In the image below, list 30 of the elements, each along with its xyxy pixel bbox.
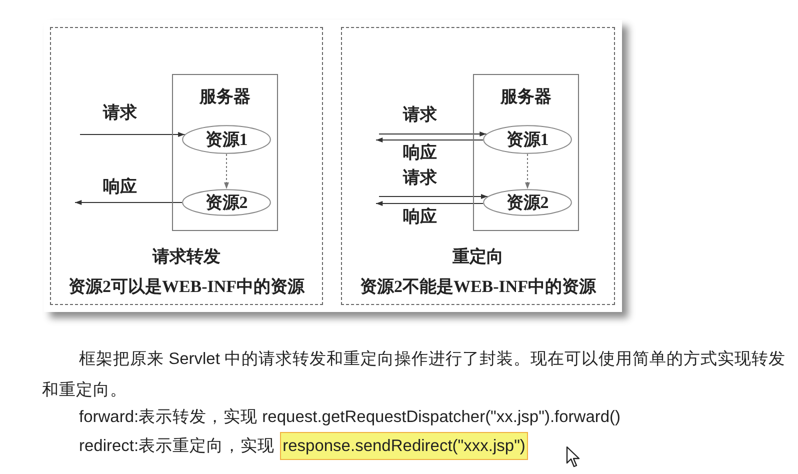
server-label: 服务器 bbox=[500, 87, 552, 107]
edge-label: 请求 bbox=[101, 103, 139, 123]
resource-ellipse: 资源2 bbox=[182, 189, 271, 216]
server-box bbox=[473, 74, 579, 231]
paragraph: 框架把原来 Servlet 中的请求转发和重定向操作进行了封装。现在可以使用简单的方式实现转发和重定向。 bbox=[42, 349, 787, 401]
resource-ellipse: 资源2 bbox=[483, 189, 572, 216]
resource-ellipse: 资源1 bbox=[182, 125, 271, 154]
arrow bbox=[74, 200, 182, 205]
arrow bbox=[378, 132, 487, 136]
arrow bbox=[376, 201, 484, 206]
arrow bbox=[80, 132, 186, 137]
edge-label: 请求 bbox=[401, 168, 439, 188]
edge-label: 响应 bbox=[401, 143, 439, 163]
panel-title: 重定向 bbox=[452, 247, 504, 267]
panel-note: 资源2不能是WEB-INF中的资源 bbox=[360, 277, 596, 297]
dotted-arrow bbox=[525, 154, 530, 190]
dotted-arrow bbox=[224, 154, 229, 190]
code-note: redirect:表示重定向，实现 bbox=[79, 436, 275, 457]
edge-label: 响应 bbox=[101, 177, 139, 197]
server-box bbox=[172, 74, 278, 231]
panel-title: 请求转发 bbox=[152, 247, 220, 267]
edge-label: 请求 bbox=[401, 105, 439, 125]
panel-note: 资源2可以是WEB-INF中的资源 bbox=[68, 277, 305, 297]
arrow bbox=[376, 138, 484, 142]
code-note: forward:表示转发，实现 request.getRequestDispatcher("xx.jsp").forward() bbox=[79, 407, 621, 428]
resource-ellipse: 资源1 bbox=[483, 125, 572, 154]
highlighted-code: response.sendRedirect("xxx.jsp") bbox=[280, 432, 528, 460]
server-label: 服务器 bbox=[200, 87, 250, 107]
arrow bbox=[378, 194, 488, 199]
edge-label: 响应 bbox=[401, 207, 439, 227]
